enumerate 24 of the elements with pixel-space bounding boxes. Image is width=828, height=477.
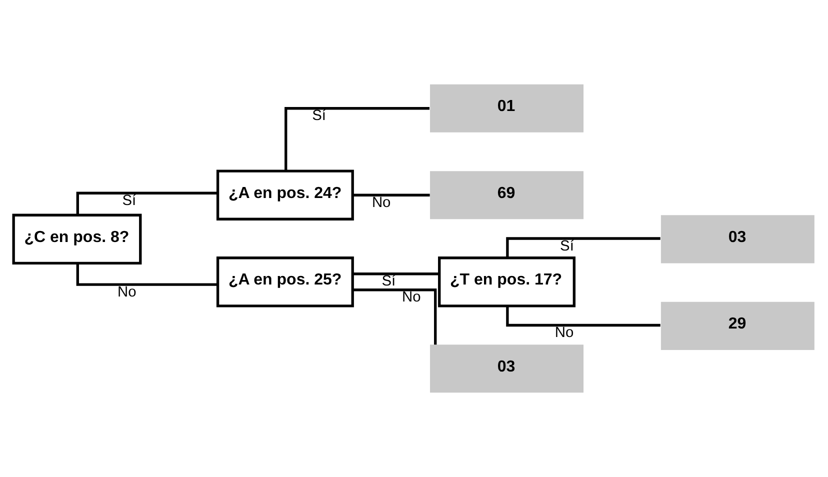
node-box: ¿C en pos. 8? (12, 214, 142, 265)
node-box: ¿A en pos. 25? (216, 256, 354, 308)
edge-label: Sí (560, 238, 574, 254)
connector (506, 237, 660, 258)
edge-label: Sí (312, 108, 326, 124)
connector (352, 272, 440, 276)
node-box: 29 (660, 302, 814, 350)
edge-label: No (118, 284, 136, 300)
node-box: ¿T en pos. 17? (438, 256, 576, 308)
connector (352, 288, 437, 345)
node-box: 01 (430, 84, 584, 132)
edge-label: Sí (122, 192, 136, 209)
edge-label: No (554, 325, 574, 342)
node-box: 69 (430, 171, 584, 220)
connector (76, 192, 218, 216)
connector (284, 107, 430, 171)
node-box: 03 (430, 344, 584, 393)
connector (76, 263, 218, 286)
node-box: ¿A en pos. 24? (216, 170, 354, 220)
edge-label: No (402, 290, 421, 306)
node-box: 03 (660, 215, 814, 264)
edge-label: Sí (382, 274, 396, 290)
edge-label: No (372, 194, 391, 211)
connector (352, 194, 430, 196)
